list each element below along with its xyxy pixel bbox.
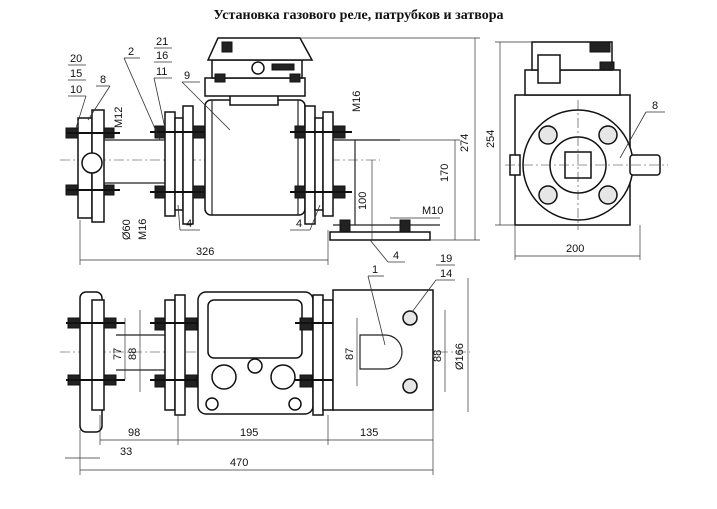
callout-16: 16 bbox=[156, 50, 168, 62]
thread-m16-left: M16 bbox=[137, 219, 149, 240]
dim-d166: Ø166 bbox=[454, 343, 466, 370]
dim-200: 200 bbox=[566, 243, 584, 255]
callout-15: 15 bbox=[70, 68, 82, 80]
callout-8-side: 8 bbox=[652, 100, 658, 112]
callout-4-left: 4 bbox=[186, 218, 192, 230]
dim-170: 170 bbox=[439, 164, 451, 182]
callout-19: 19 bbox=[440, 253, 452, 265]
dim-135: 135 bbox=[360, 427, 378, 439]
dim-d60: Ø60 bbox=[121, 219, 133, 240]
dim-33: 33 bbox=[120, 446, 132, 458]
side-view: 200 254 8 bbox=[485, 41, 668, 260]
dim-326: 326 bbox=[196, 246, 214, 258]
dim-100: 100 bbox=[357, 192, 369, 210]
thread-m16-top: M16 bbox=[351, 91, 363, 112]
callout-1: 1 bbox=[372, 264, 378, 276]
callout-4-right: 4 bbox=[393, 250, 399, 262]
callout-14: 14 bbox=[440, 268, 452, 280]
dim-195: 195 bbox=[240, 427, 258, 439]
front-view: 326 274 170 100 Ø60 M12 M16 M16 M10 bbox=[60, 36, 480, 265]
dim-87: 87 bbox=[344, 348, 356, 360]
callout-21: 21 bbox=[156, 36, 168, 48]
thread-m12: M12 bbox=[113, 107, 125, 128]
callout-10: 10 bbox=[70, 84, 82, 96]
thread-m10: M10 bbox=[422, 205, 443, 217]
dim-274: 274 bbox=[459, 134, 471, 152]
callout-8-front: 8 bbox=[100, 74, 106, 86]
callout-4-mid: 4 bbox=[296, 218, 302, 230]
dim-77: 77 bbox=[112, 348, 124, 360]
callout-9: 9 bbox=[184, 70, 190, 82]
callout-20: 20 bbox=[70, 53, 82, 65]
drawing-title: Установка газового реле, патрубков и зат… bbox=[213, 8, 504, 23]
callout-11: 11 bbox=[156, 66, 167, 78]
plan-view: 98 195 135 33 470 77 88 87 88 Ø166 1 19 … bbox=[60, 253, 470, 475]
dim-470: 470 bbox=[230, 457, 248, 469]
dim-98: 98 bbox=[128, 427, 140, 439]
dim-88-right: 88 bbox=[432, 350, 444, 362]
callout-2: 2 bbox=[128, 46, 134, 58]
dim-254: 254 bbox=[485, 130, 497, 148]
dim-88-left: 88 bbox=[127, 348, 139, 360]
